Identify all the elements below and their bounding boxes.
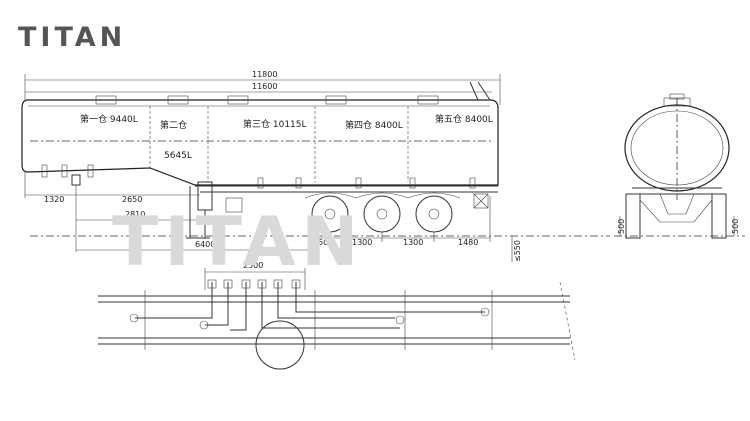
kingpin-circle xyxy=(255,320,305,370)
kingpin xyxy=(71,174,81,186)
compartment-2-label: 第二仓 xyxy=(160,119,187,131)
dim-front-overhang: 1320 xyxy=(44,195,64,204)
dim-axle-lead: 750 xyxy=(313,238,328,247)
dim-ground-height: ≤550 xyxy=(513,240,522,262)
end-view: 500 500 xyxy=(614,93,745,239)
tool-box xyxy=(225,197,243,213)
dim-kingpin-to-axle: 6400 xyxy=(195,240,215,249)
end-view-left-height: 500 xyxy=(617,219,626,234)
titan-logo: TITAN xyxy=(18,22,126,53)
dim-leg-offset: 2810 xyxy=(125,210,145,219)
tank-body xyxy=(21,99,499,186)
dim-overall-length: 11800 xyxy=(252,70,277,79)
plan-view: 2500 xyxy=(98,261,576,370)
compartment-1-label: 第一仓 9440L xyxy=(80,113,138,125)
dim-tank-length: 11600 xyxy=(252,82,277,91)
landing-gear xyxy=(186,181,213,239)
discharge-pipes xyxy=(129,279,490,331)
compartment-5-label: 第五仓 8400L xyxy=(435,113,493,125)
dim-pipe-span: 2500 xyxy=(243,261,263,270)
bulkheads xyxy=(149,106,409,182)
titan-watermark: TITAN xyxy=(112,203,364,282)
rear-bumper xyxy=(473,193,489,209)
end-view-right-height: 500 xyxy=(731,219,740,234)
manhole-covers xyxy=(95,81,491,105)
dim-kingpin-to-leg: 2650 xyxy=(122,195,142,204)
compartment-2-volume: 5645L xyxy=(164,151,192,161)
compartment-3-label: 第三仓 10115L xyxy=(243,118,307,130)
discharge-valves xyxy=(41,164,476,189)
dim-rear-overhang: 1480 xyxy=(458,238,478,247)
dim-axle-spacing-2: 1300 xyxy=(403,238,423,247)
compartment-4-label: 第四仓 8400L xyxy=(345,119,403,131)
dim-axle-spacing-1: 1300 xyxy=(352,238,372,247)
side-view: 11800 11600 第一仓 9440L 第二仓 5645L xyxy=(21,70,610,262)
